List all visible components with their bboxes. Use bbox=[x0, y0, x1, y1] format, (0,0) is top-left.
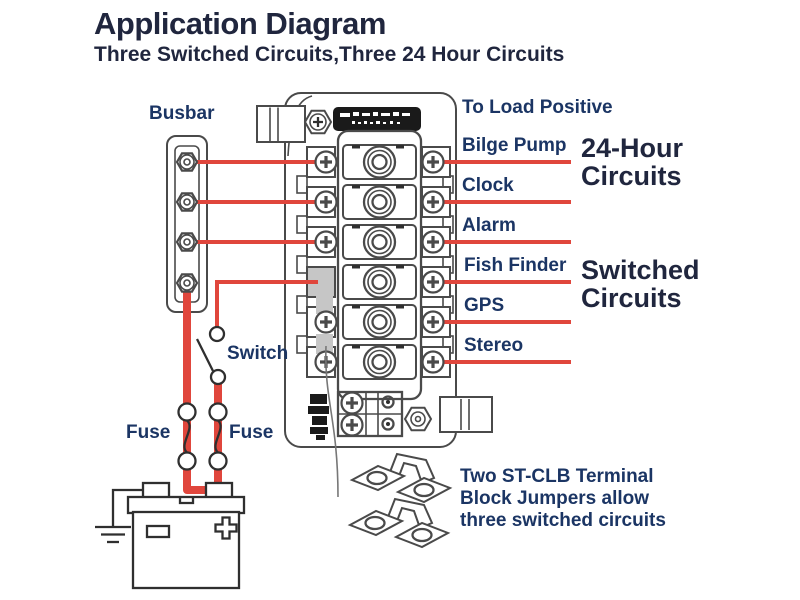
jumper-note-line: Block Jumpers allow bbox=[460, 488, 650, 509]
busbar-label: Busbar bbox=[149, 103, 215, 124]
fuse-panel bbox=[336, 129, 423, 401]
group-heading-line: Circuits bbox=[581, 161, 682, 191]
battery-drawing bbox=[95, 481, 246, 590]
ground-symbol bbox=[95, 525, 131, 544]
group-heading-switched: Switched Circuits bbox=[581, 256, 700, 312]
fuse-left-label: Fuse bbox=[126, 422, 171, 443]
battery-post-positive bbox=[204, 481, 234, 500]
mounting-tab-top-left bbox=[256, 105, 306, 143]
page-title: Application Diagram bbox=[94, 6, 386, 41]
barcode-label bbox=[308, 394, 329, 440]
group-heading-24-hour: 24-Hour Circuits bbox=[581, 134, 683, 190]
battery-cap bbox=[126, 495, 246, 515]
hex-bolt-icon bbox=[303, 109, 333, 135]
to-load-positive-label: To Load Positive bbox=[462, 97, 613, 118]
group-heading-line: Switched bbox=[581, 255, 700, 285]
jumper-note-line: Two ST-CLB Terminal bbox=[460, 466, 654, 487]
minus-terminal-icon bbox=[145, 524, 171, 539]
jumper-note-line: three switched circuits bbox=[460, 510, 666, 531]
page-subtitle: Three Switched Circuits,Three 24 Hour Ci… bbox=[94, 43, 565, 66]
circuit-label-clock: Clock bbox=[462, 175, 514, 196]
jumper-illustration-1 bbox=[349, 452, 453, 504]
terminal-block-jumper-strip bbox=[316, 270, 333, 354]
circuit-label-bilge-pump: Bilge Pump bbox=[462, 135, 567, 156]
hex-nut-icon bbox=[403, 406, 433, 432]
group-heading-line: 24-Hour bbox=[581, 133, 684, 163]
brand-plate bbox=[333, 107, 421, 131]
block-bottom-details bbox=[308, 390, 433, 440]
circuit-label-fish-finder: Fish Finder bbox=[464, 255, 567, 276]
circuit-label-gps: GPS bbox=[464, 295, 505, 316]
plus-terminal-icon bbox=[214, 516, 238, 540]
wire-switch-to-jumper-feed bbox=[215, 280, 318, 330]
ground-wire bbox=[111, 488, 143, 526]
fuse-symbol-right bbox=[208, 402, 228, 471]
battery-cable-busbar bbox=[183, 290, 210, 494]
circuit-label-alarm: Alarm bbox=[462, 215, 516, 236]
jumper-note: Two ST-CLB Terminal Block Jumpers allow … bbox=[460, 466, 666, 532]
fuse-right-label: Fuse bbox=[229, 422, 274, 443]
jumper-callout-line bbox=[325, 345, 339, 498]
fuse-symbol-left bbox=[177, 402, 197, 471]
battery-post-negative bbox=[141, 481, 171, 500]
group-heading-line: Circuits bbox=[581, 283, 682, 313]
jumper-illustration-2 bbox=[347, 497, 451, 549]
switch-label: Switch bbox=[227, 343, 289, 364]
fuse-block-drawing bbox=[256, 92, 493, 448]
circuit-label-stereo: Stereo bbox=[464, 335, 524, 356]
mounting-tab-bottom-right bbox=[439, 396, 493, 433]
switch-symbol bbox=[195, 325, 227, 386]
